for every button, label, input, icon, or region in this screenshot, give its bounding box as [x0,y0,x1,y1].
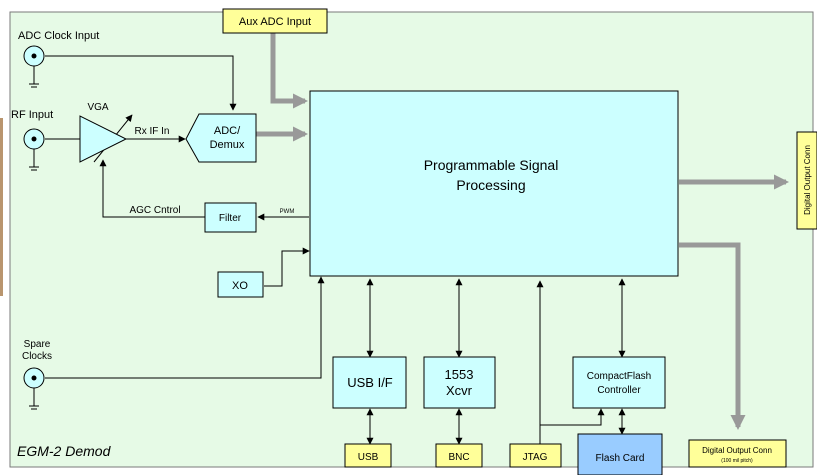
jtag-to-cf-line [539,408,605,444]
xo-block [217,271,264,298]
adc-label-line1: ADC/ [214,125,241,137]
xcvr-label-line2: Xcvr [446,383,473,398]
adc-clock-connector [23,45,45,67]
xcvr-1553-block [423,356,496,409]
aux-adc-input-connector [222,8,328,34]
adc-clock-ground [29,65,39,88]
connection-lines [29,55,626,445]
spare-clocks-line [45,276,325,379]
spare-clocks-ground [29,387,39,410]
side-digital-output-label: Digital Output Conn [803,145,812,215]
programmable-signal-processing-block [309,90,679,277]
usb-connector [344,443,392,468]
thick-arrows [256,33,789,430]
bnc-connector-label: BNC [448,452,469,463]
jtag-connector [509,443,562,468]
pwm-label: PWM [280,209,295,215]
processing-label-line1: Programmable Signal [424,157,559,173]
digital-output-label-line1: Digital Output Conn [702,446,772,455]
filter-label: Filter [219,213,242,224]
adc-demux-block [185,113,257,163]
vga-amplifier [79,115,128,163]
jtag-connector-label: JTAG [523,452,548,463]
cf-label-line2: Controller [597,385,641,396]
usb-connector-label: USB [358,452,379,463]
left-edge-strip [0,118,3,296]
aux-adc-input-label: Aux ADC Input [239,16,311,28]
flash-card-label: Flash Card [596,453,645,464]
side-digital-output-connector [796,131,817,230]
flash-card [577,433,663,475]
filter-block [204,202,257,233]
bnc-connector [435,443,483,468]
vga-label: VGA [87,102,108,113]
rx-if-label: Rx IF In [134,126,169,137]
rf-ground [29,148,39,171]
digital-output-label-line2: (100 mil pitch) [721,458,753,464]
processing-label-line2: Processing [456,177,525,193]
aux-adc-arrow [270,33,308,109]
xcvr-label-line1: 1553 [445,367,474,382]
spare-clocks-label-line2: Clocks [22,351,52,362]
adc-clock-input-label: ADC Clock Input [18,30,99,42]
usb-if-block [332,356,407,409]
rf-input-label: RF Input [11,109,53,121]
adc-label-line2: Demux [210,139,245,151]
processing-to-digital-output-arrow [679,242,746,430]
adc-clock-line [45,55,237,111]
xo-label: XO [232,280,248,292]
xo-line [264,247,310,287]
spare-clocks-connector [23,367,45,389]
usb-if-label: USB I/F [347,375,393,390]
cf-label-line1: CompactFlash [587,371,651,382]
compactflash-controller-block [572,356,666,409]
rf-input-connector [23,128,45,150]
agc-line [99,159,205,218]
agc-control-label: AGC Cntrol [129,205,180,216]
spare-clocks-label-line1: Spare [24,339,51,350]
diagram-title: EGM-2 Demod [17,443,112,459]
digital-output-connector [688,439,787,468]
